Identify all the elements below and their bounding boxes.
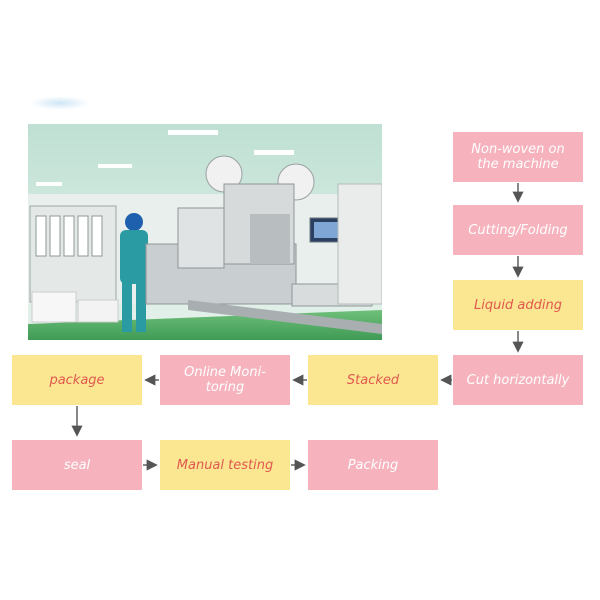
step-stacked: Stacked (308, 355, 438, 405)
step-packing: Packing (308, 440, 438, 490)
step-nonwoven: Non-woven on the machine (453, 132, 583, 182)
step-cut-horizontally: Cut horizontally (453, 355, 583, 405)
step-cutting-folding: Cutting/Folding (453, 205, 583, 255)
step-liquid-adding: Liquid adding (453, 280, 583, 330)
step-manual-testing: Manual testing (160, 440, 290, 490)
factory-photo (28, 124, 382, 340)
step-package: package (12, 355, 142, 405)
step-seal: seal (12, 440, 142, 490)
step-online-monitoring: Online Moni-toring (160, 355, 290, 405)
decorative-glow (30, 96, 90, 110)
factory-illustration (28, 124, 382, 340)
